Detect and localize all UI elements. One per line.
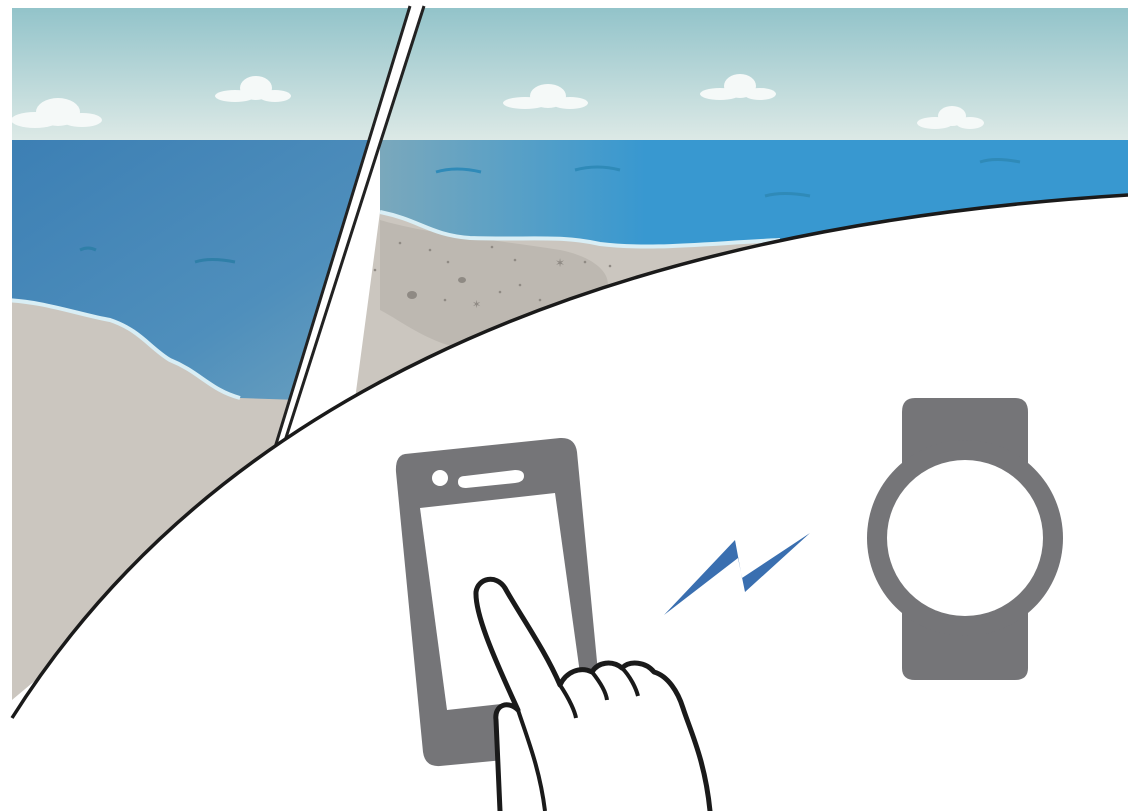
svg-text:✶: ✶ <box>555 256 565 270</box>
svg-text:✶: ✶ <box>472 298 481 311</box>
